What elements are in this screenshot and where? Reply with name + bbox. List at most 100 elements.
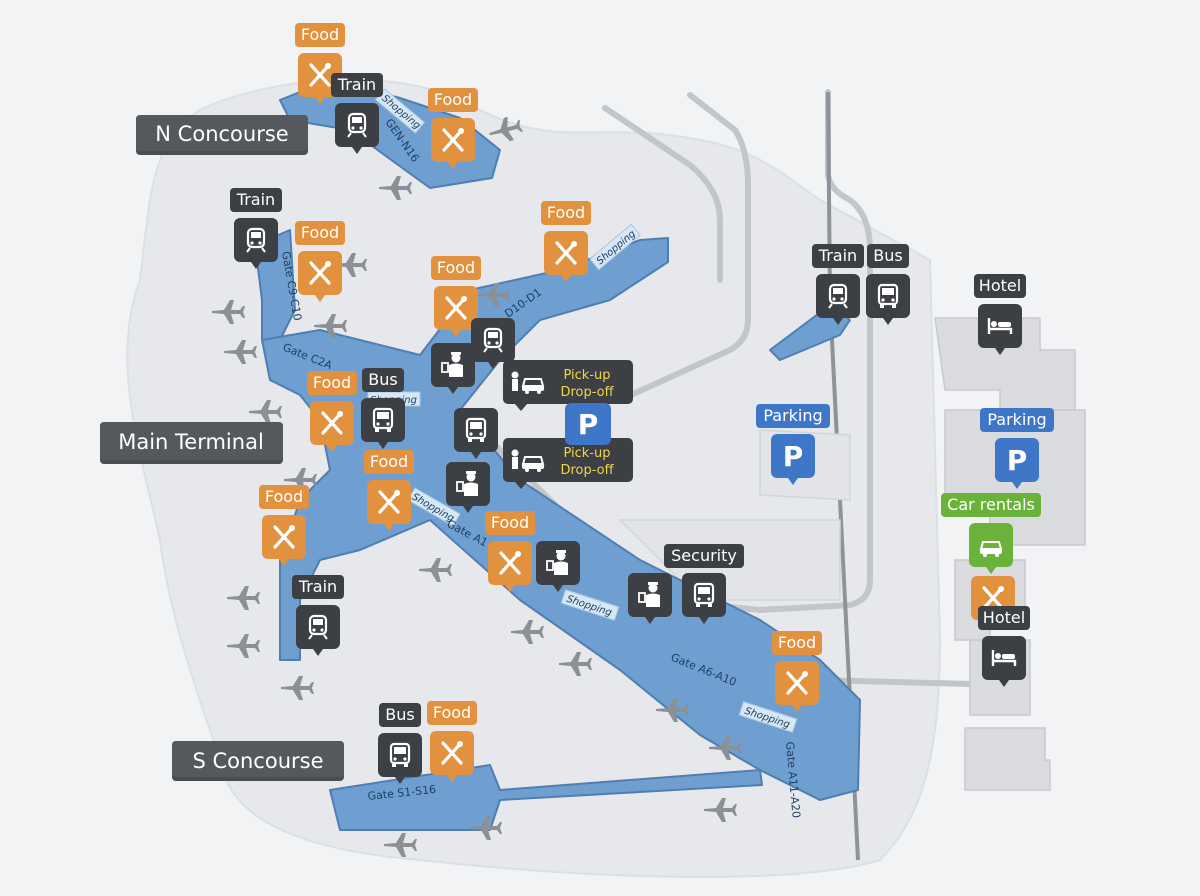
- hotel-label: Hotel: [979, 276, 1021, 295]
- poi-food[interactable]: Food: [431, 256, 481, 337]
- poi-train[interactable]: Train: [292, 575, 344, 656]
- food-tag: [772, 631, 822, 655]
- poi-parking[interactable]: P Parking: [980, 408, 1054, 489]
- food-tag: [485, 511, 535, 535]
- bus-marker[interactable]: [361, 398, 405, 442]
- poi-train[interactable]: Train: [812, 244, 864, 325]
- food-label: Food: [370, 452, 408, 471]
- food-label: Food: [491, 513, 529, 532]
- poi-bus[interactable]: [682, 573, 726, 624]
- poi-food[interactable]: Food: [259, 485, 309, 566]
- car-rentals-label: Car rentals: [947, 495, 1035, 514]
- bus-label: Bus: [368, 370, 397, 389]
- dropoff-label: Drop-off: [560, 385, 614, 400]
- poi-car-rentals[interactable]: Car rentals: [941, 493, 1041, 574]
- parking-marker[interactable]: [565, 403, 611, 445]
- train-marker[interactable]: [234, 218, 278, 262]
- concourse-name-main: Main Terminal: [118, 430, 264, 454]
- food-tag: [307, 371, 357, 395]
- train-label: Train: [298, 577, 337, 596]
- poi-food[interactable]: Food: [772, 631, 822, 712]
- parking-icon: P: [783, 440, 804, 473]
- concourse-name-north: N Concourse: [155, 122, 288, 146]
- poi-security[interactable]: [628, 573, 672, 624]
- food-tag: [427, 701, 477, 725]
- food-tag: [259, 485, 309, 509]
- poi-train[interactable]: [471, 318, 515, 369]
- train-tag: [292, 575, 344, 599]
- train-marker[interactable]: [471, 318, 515, 362]
- poi-security[interactable]: [536, 541, 580, 592]
- food-tag: [295, 23, 345, 47]
- poi-bus[interactable]: Bus: [866, 244, 910, 325]
- poi-food[interactable]: Food: [307, 371, 357, 452]
- train-marker[interactable]: [335, 103, 379, 147]
- food-label: Food: [437, 258, 475, 277]
- person-icon: [511, 371, 519, 379]
- food-label: Food: [434, 90, 472, 109]
- poi-food[interactable]: Food: [295, 23, 345, 104]
- poi-food[interactable]: Food: [485, 511, 535, 592]
- poi-food[interactable]: Food: [427, 701, 477, 782]
- poi-parking[interactable]: P: [565, 403, 611, 445]
- bus-tag: [362, 368, 404, 392]
- poi-hotel[interactable]: Hotel: [978, 606, 1030, 687]
- parking-icon: P: [1007, 444, 1028, 477]
- bus-label: Bus: [385, 705, 414, 724]
- security-tag: Security: [664, 544, 744, 568]
- parking-label: Parking: [987, 410, 1046, 429]
- dropoff-label: Drop-off: [560, 463, 614, 478]
- food-label: Food: [301, 25, 339, 44]
- poi-parking[interactable]: P Parking: [756, 404, 830, 485]
- poi-train[interactable]: Train: [230, 188, 282, 269]
- parking-tag: [980, 408, 1054, 432]
- person-icon: [511, 449, 519, 457]
- bus-label: Bus: [873, 246, 902, 265]
- poi-food[interactable]: Food: [364, 450, 414, 531]
- poi-bus[interactable]: [454, 408, 498, 459]
- train-label: Train: [236, 190, 275, 209]
- food-label: Food: [313, 373, 351, 392]
- poi-food[interactable]: Food: [295, 221, 345, 302]
- train-marker[interactable]: [816, 274, 860, 318]
- food-label: Food: [265, 487, 303, 506]
- train-tag: [812, 244, 864, 268]
- food-tag: [428, 88, 478, 112]
- poi-food[interactable]: Food: [541, 201, 591, 282]
- food-label: Food: [433, 703, 471, 722]
- parking-label: Parking: [763, 406, 822, 425]
- poi-bus[interactable]: Bus: [378, 703, 422, 784]
- poi-security[interactable]: [431, 343, 475, 394]
- concourse-name-south: S Concourse: [192, 749, 323, 773]
- food-tag: [295, 221, 345, 245]
- poi-food[interactable]: Food: [428, 88, 478, 169]
- shopping-strips: [367, 88, 798, 733]
- bus-marker[interactable]: [378, 733, 422, 777]
- poi-bus[interactable]: Bus: [361, 368, 405, 449]
- bus-tag: [379, 703, 421, 727]
- concourse-sign-main: Main Terminal: [100, 422, 283, 464]
- concourse-sign-south: S Concourse: [172, 741, 344, 781]
- train-marker[interactable]: [296, 605, 340, 649]
- parking-marker[interactable]: [771, 434, 815, 478]
- parking-marker[interactable]: [995, 438, 1039, 482]
- poi-train[interactable]: Train: [331, 73, 383, 154]
- bus-marker[interactable]: [682, 573, 726, 617]
- food-label: Food: [778, 633, 816, 652]
- hotel-tag: [978, 606, 1030, 630]
- bus-marker[interactable]: [454, 408, 498, 452]
- poi-hotel[interactable]: Hotel: [974, 274, 1026, 355]
- car-rentals-marker[interactable]: [969, 523, 1013, 567]
- security-label: Security: [671, 546, 737, 565]
- hotel-label: Hotel: [983, 608, 1025, 627]
- pickup-label: Pick-up: [563, 446, 610, 461]
- bus-marker[interactable]: [866, 274, 910, 318]
- train-label: Train: [337, 75, 376, 94]
- train-tag: [230, 188, 282, 212]
- car-rentals-tag: [941, 493, 1041, 517]
- food-label: Food: [547, 203, 585, 222]
- poi-security[interactable]: [446, 462, 490, 513]
